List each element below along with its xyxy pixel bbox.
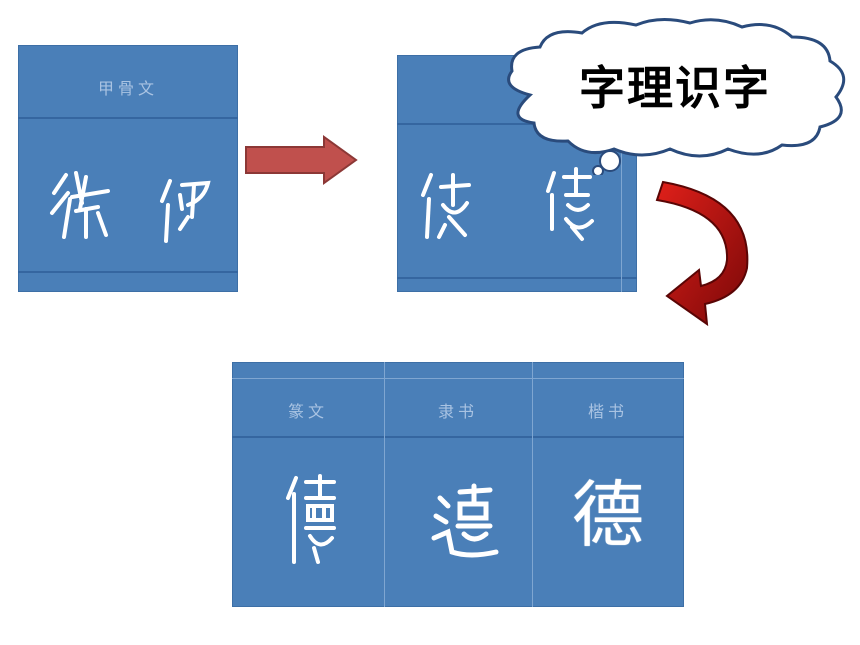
regular-script-header: 楷书: [587, 402, 628, 421]
panel-divider: [397, 277, 637, 279]
oracle-bone-header: 甲骨文: [97, 79, 158, 98]
oracle-glyph-1: [50, 171, 110, 239]
column-divider: [532, 362, 533, 607]
thought-bubble: 字理识字: [490, 15, 860, 175]
column-divider: [621, 55, 622, 292]
panel-divider: [18, 117, 238, 119]
panel-divider: [232, 436, 684, 438]
panel-divider: [232, 378, 684, 379]
seal-script-glyph: [286, 474, 336, 564]
right-arrow-icon: [245, 135, 358, 185]
curved-arrow-icon: [655, 180, 749, 327]
bronze-glyph-1: [421, 173, 471, 239]
bubble-text: 字理识字: [579, 61, 771, 115]
panel-divider: [18, 271, 238, 273]
oracle-glyph-2: [160, 179, 211, 243]
clerical-script-glyph: [431, 483, 499, 558]
regular-script-glyph: 德: [571, 473, 644, 557]
script-evolution-panel: 篆文 隶书 楷书 德: [232, 362, 684, 607]
panel-divider: [397, 123, 637, 125]
oracle-bone-panel: 甲骨文: [18, 45, 238, 292]
seal-script-header: 篆文: [287, 402, 328, 421]
column-divider: [384, 362, 385, 607]
bronze-glyph-2: [546, 167, 594, 241]
clerical-script-header: 隶书: [437, 402, 478, 421]
